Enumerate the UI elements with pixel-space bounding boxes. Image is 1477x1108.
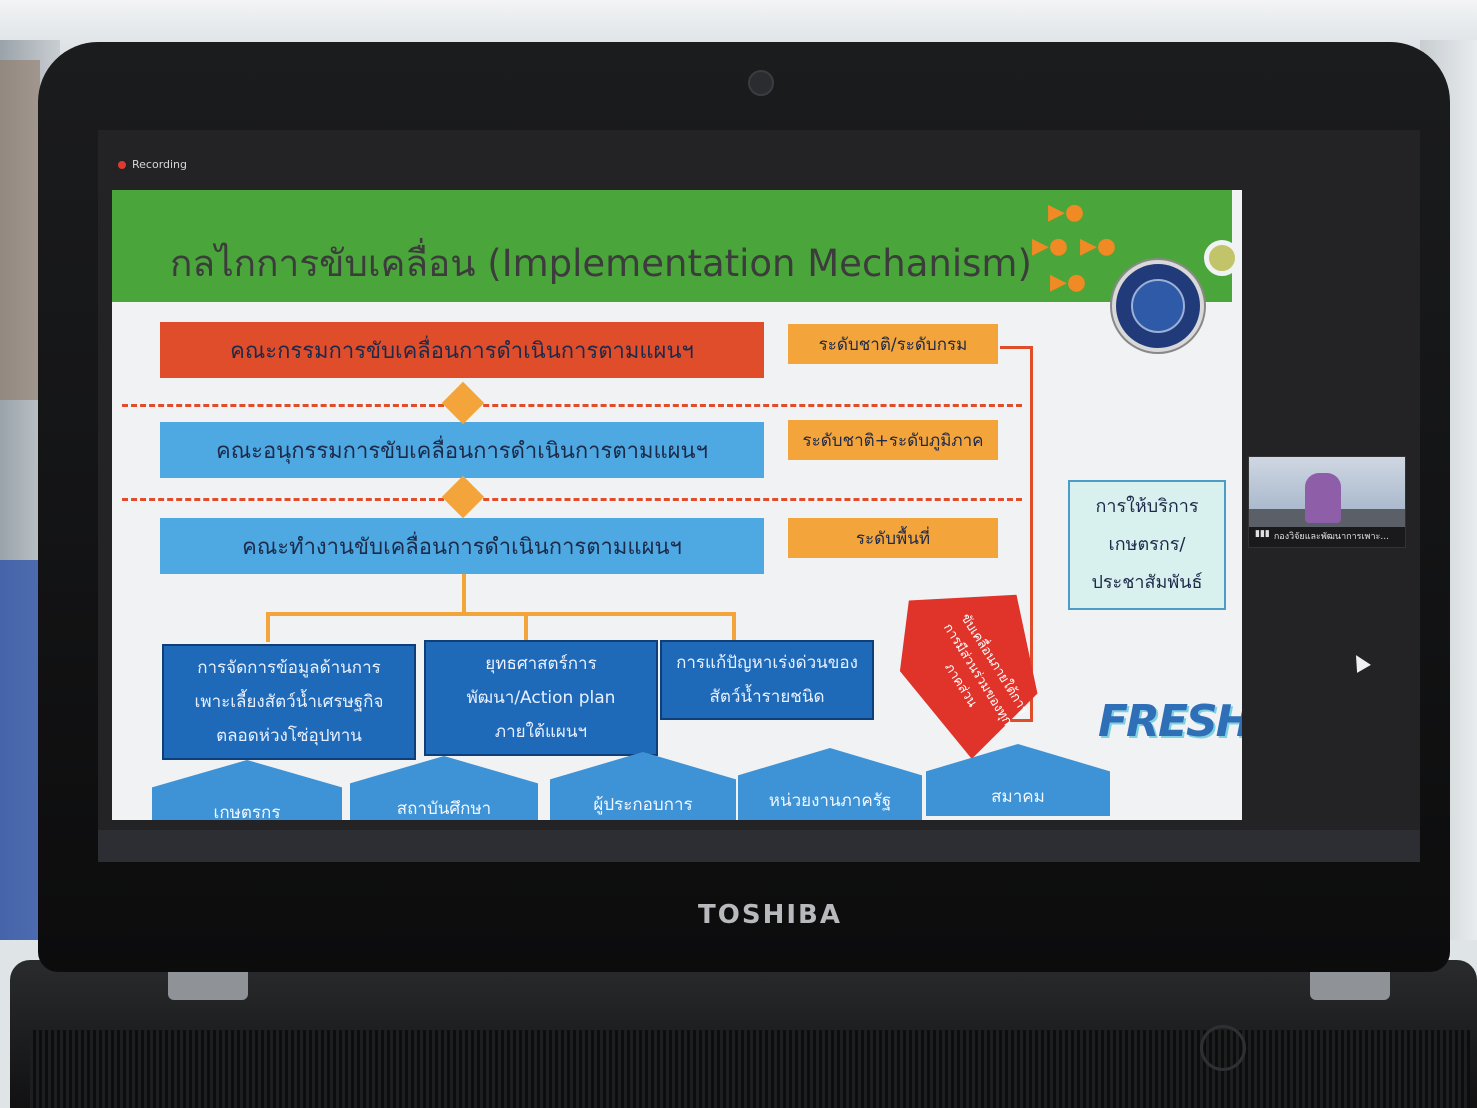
committee-main: คณะกรรมการขับเคลื่อนการดำเนินการตามแผนฯ — [160, 322, 764, 378]
recording-label: Recording — [132, 158, 188, 171]
divider-dashed — [122, 498, 1022, 501]
level-area: ระดับพื้นที่ — [788, 518, 998, 558]
decor-circle — [1204, 240, 1240, 276]
fish-icon: ▶● — [1032, 234, 1069, 259]
stakeholder-institutes: สถาบันศึกษา — [350, 756, 538, 820]
webcam-icon — [748, 70, 774, 96]
speaker-grille — [30, 1030, 1470, 1108]
committee-sub: คณะอนุกรรมการขับเคลื่อนการดำเนินการตามแผ… — [160, 422, 764, 478]
recording-indicator: Recording — [118, 158, 187, 171]
stakeholder-farmers: เกษตรกร — [152, 760, 342, 820]
fish-icon: ▶● — [1050, 270, 1087, 295]
bracket-line — [1000, 346, 1033, 722]
participant-name: กองวิจัยและพัฒนาการเพาะ... — [1273, 532, 1389, 542]
connector-line — [266, 612, 736, 616]
stakeholder-entrepreneurs: ผู้ประกอบการ — [550, 752, 736, 820]
task-urgent-problems: การแก้ปัญหาเร่งด่วนของ สัตว์น้ำรายชนิด — [660, 640, 874, 720]
department-seal-logo — [1112, 260, 1204, 352]
level-regional: ระดับชาติ+ระดับภูมิภาค — [788, 420, 998, 460]
arrow-updown-icon — [441, 475, 485, 519]
connector-line — [462, 574, 466, 614]
mouse-cursor-icon — [1349, 651, 1371, 673]
fish-icon: ▶● — [1048, 200, 1085, 225]
record-dot-icon — [118, 160, 126, 169]
arrow-updown-icon — [441, 381, 485, 425]
task-strategy: ยุทธศาสตร์การ พัฒนา/Action plan ภายใต้แผ… — [424, 640, 658, 756]
shared-slide: กลไกการขับเคลื่อน (Implementation Mechan… — [112, 190, 1242, 820]
level-national: ระดับชาติ/ระดับกรม — [788, 324, 998, 364]
slide-title: กลไกการขับเคลื่อน (Implementation Mechan… — [170, 242, 1032, 285]
participant-avatar — [1305, 473, 1341, 523]
fish-icon: ▶● — [1080, 234, 1117, 259]
fresh-logo: FRESH — [1098, 696, 1242, 747]
task-data-management: การจัดการข้อมูลด้านการ เพาะเลี้ยงสัตว์น้… — [162, 644, 416, 760]
brand-logo: TOSHIBA — [698, 900, 842, 930]
window-frame — [0, 60, 40, 400]
power-button[interactable] — [1200, 1025, 1246, 1071]
connector-line — [266, 612, 270, 642]
signal-bars-icon: ▮▮▮ — [1255, 529, 1270, 539]
committee-working: คณะทำงานขับเคลื่อนการดำเนินการตามแผนฯ — [160, 518, 764, 574]
laptop-screen: Recording กลไกการขับเคลื่อน (Implementat… — [98, 130, 1420, 862]
participant-video-tile[interactable]: ▮▮▮ กองวิจัยและพัฒนาการเพาะ... — [1248, 456, 1406, 548]
service-box: การให้บริการ เกษตรกร/ ประชาสัมพันธ์ — [1068, 480, 1226, 610]
screen-bottom-bar — [98, 830, 1420, 862]
stakeholder-government: หน่วยงานภาครัฐ — [738, 748, 922, 820]
divider-dashed — [122, 404, 1022, 407]
slide-header — [112, 190, 1232, 302]
connector-line — [524, 612, 528, 640]
connector-line — [732, 612, 736, 640]
